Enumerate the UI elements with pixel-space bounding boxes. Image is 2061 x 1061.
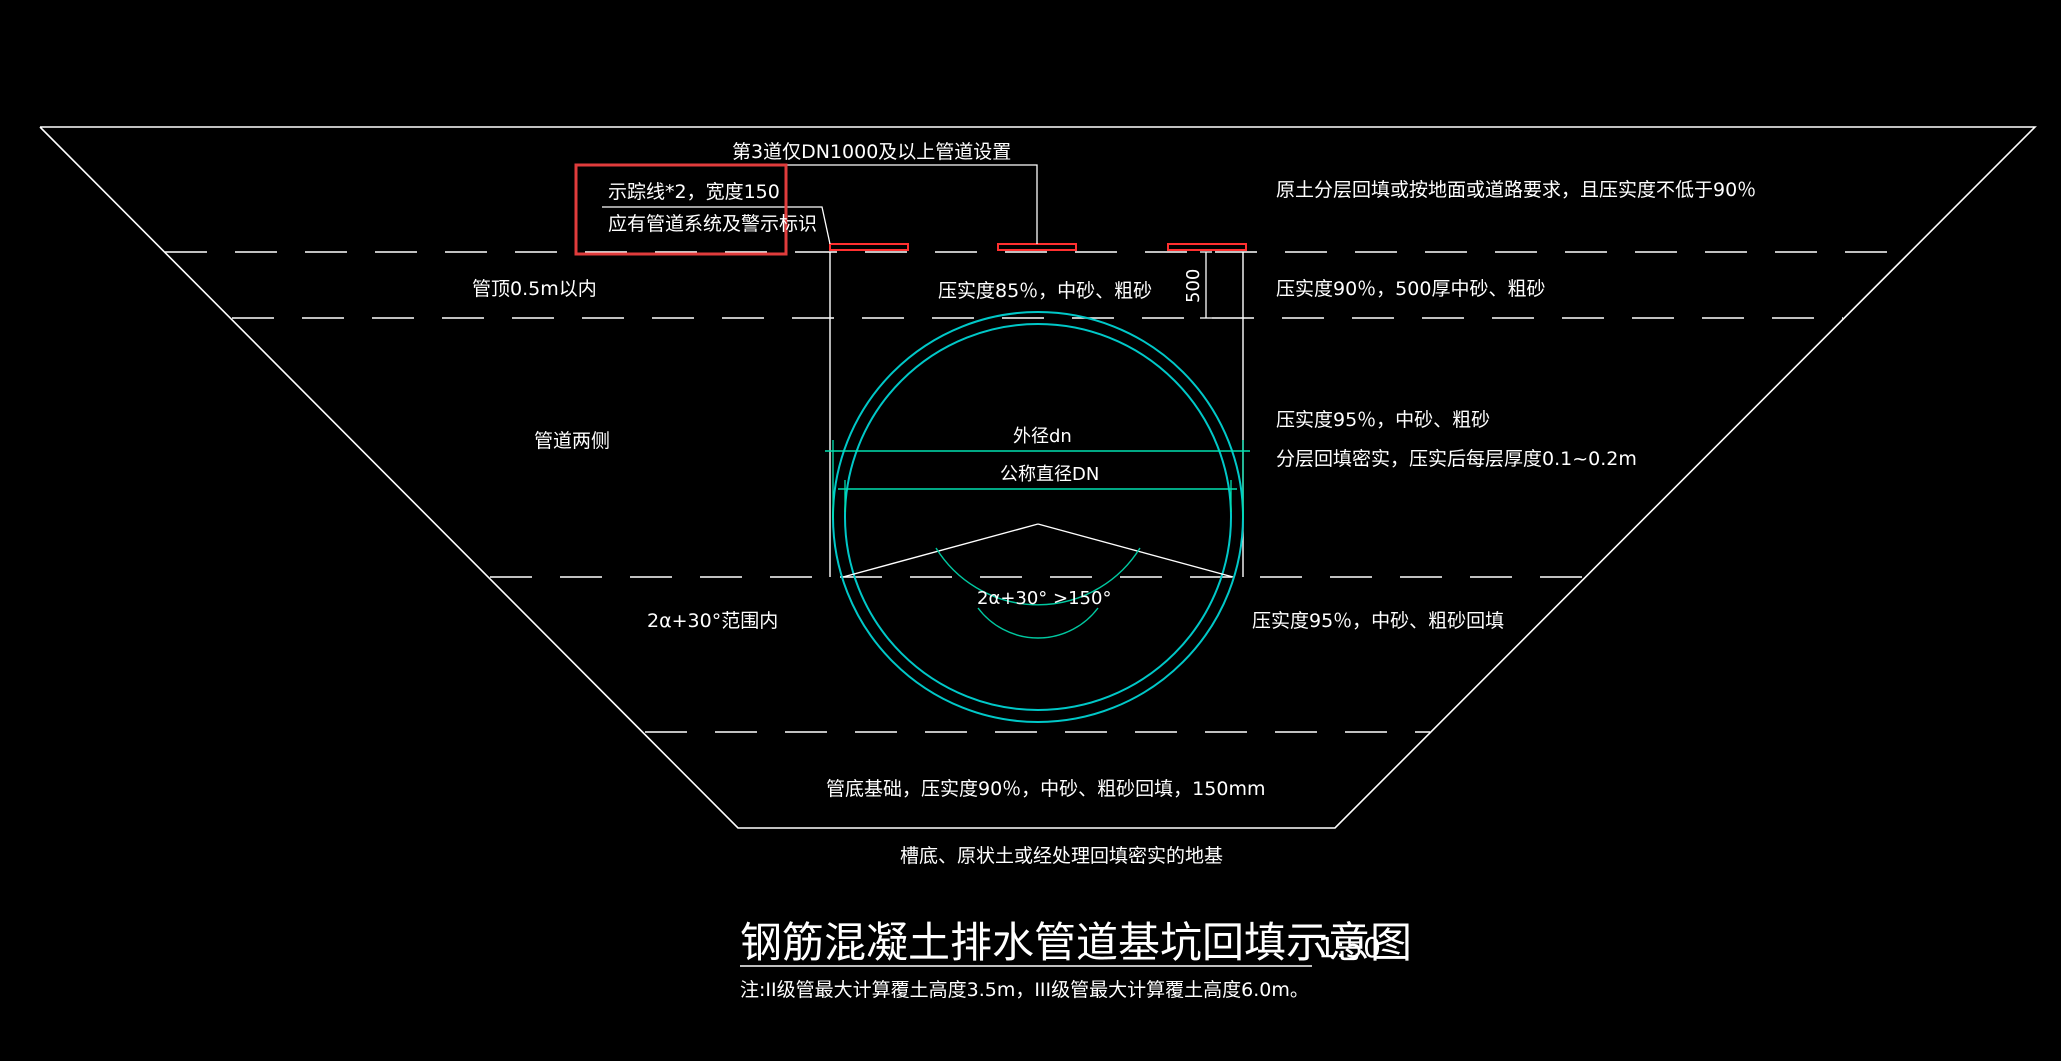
label-side-zone-right-1: 压实度95％，中砂、粗砂 bbox=[1276, 409, 1490, 431]
drawing-note: 注:II级管最大计算覆土高度3.5m，III级管最大计算覆土高度6.0m。 bbox=[740, 979, 1309, 1001]
trench-outline bbox=[39, 126, 2037, 829]
bed-angle-arc-inner bbox=[977, 607, 1099, 639]
label-haunch-zone-left: 2α+30°范围内 bbox=[647, 610, 778, 632]
leader-line-tape bbox=[602, 206, 831, 245]
bed-angle-arc-outer bbox=[935, 547, 1141, 606]
pipe-outer-wall bbox=[832, 311, 1244, 723]
leader-line-band bbox=[700, 164, 1038, 244]
label-base-zone: 管底基础，压实度90％，中砂、粗砂回填，150mm bbox=[826, 778, 1265, 800]
label-bed-angle: 2α+30° >150° bbox=[977, 588, 1111, 609]
label-side-zone-right-2: 分层回填密实，压实后每层厚度0.1~0.2m bbox=[1276, 448, 1637, 470]
label-top-backfill-right: 原土分层回填或按地面或道路要求，且压实度不低于90％ bbox=[1276, 179, 1756, 201]
bed-angle-line-left bbox=[842, 523, 1039, 578]
label-tape-requirement: 应有管道系统及警示标识 bbox=[608, 213, 817, 235]
label-top-zone-left: 管顶0.5m以内 bbox=[472, 278, 597, 300]
warning-strip-right bbox=[1167, 243, 1247, 251]
drawing-title: 钢筋混凝土排水管道基坑回填示意图 bbox=[740, 918, 1412, 967]
label-trench-bottom: 槽底、原状土或经处理回填密实的地基 bbox=[900, 845, 1223, 867]
warning-strip-center bbox=[997, 243, 1077, 251]
label-haunch-zone-right: 压实度95％，中砂、粗砂回填 bbox=[1252, 610, 1504, 632]
label-outer-diameter: 外径dn bbox=[1013, 426, 1072, 447]
bed-angle-line-right bbox=[1037, 523, 1234, 578]
label-top-zone-dim: 500 bbox=[1183, 269, 1204, 303]
label-side-zone-left: 管道两侧 bbox=[534, 430, 610, 452]
label-nominal-diameter: 公称直径DN bbox=[1000, 464, 1099, 485]
warning-strip-left bbox=[829, 243, 909, 251]
pipe-inner-wall bbox=[844, 323, 1232, 711]
label-warning-band-note: 第3道仅DN1000及以上管道设置 bbox=[732, 141, 1011, 163]
tape-callout-box bbox=[574, 163, 788, 256]
drawing-scale: 1:50 bbox=[1318, 931, 1381, 964]
label-top-zone-center: 压实度85％，中砂、粗砂 bbox=[938, 280, 1152, 302]
label-tape-spec: 示踪线*2，宽度150 bbox=[608, 181, 780, 203]
label-top-zone-right: 压实度90％，500厚中砂、粗砂 bbox=[1276, 278, 1545, 300]
